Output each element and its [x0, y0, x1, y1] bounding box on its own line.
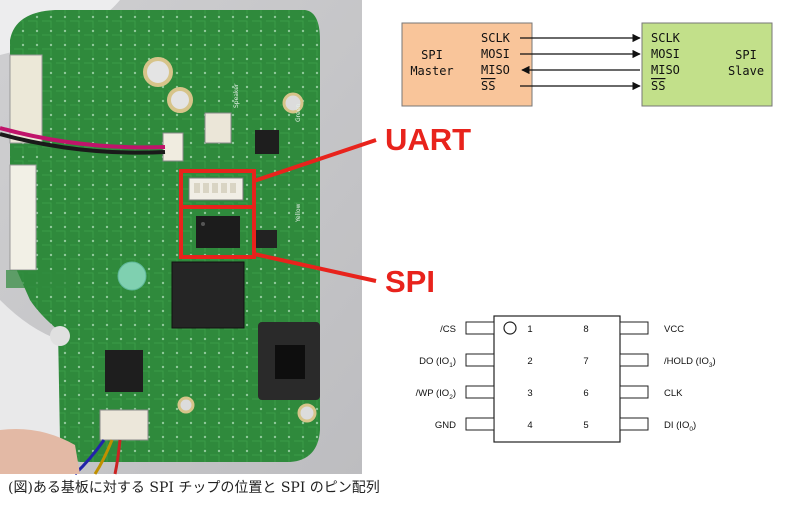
spi-highlight — [179, 205, 256, 259]
pin-2 — [465, 353, 495, 367]
spi-slave-box — [641, 22, 773, 107]
pin-name-gnd: GND — [435, 420, 456, 431]
figure-caption: (図)ある基板に対する SPI チップの位置と SPI のピン配列 — [8, 480, 380, 496]
slave-pin-mosi: MOSI — [651, 47, 680, 61]
silkscreen-green: Green — [295, 104, 302, 122]
pin-1 — [465, 321, 495, 335]
pin-num-7: 7 — [583, 356, 588, 367]
pin-6 — [619, 385, 649, 399]
silkscreen-speaker: Speaker — [233, 83, 240, 108]
pin-3 — [465, 385, 495, 399]
master-label-2: Master — [410, 64, 453, 78]
pin-8 — [619, 321, 649, 335]
master-label-1: SPI — [421, 48, 443, 62]
pin-4 — [465, 417, 495, 431]
master-pin-miso: MISO — [481, 63, 510, 77]
pin-num-5: 5 — [583, 420, 588, 431]
pin-name-cs: /CS — [440, 324, 456, 335]
pin-num-3: 3 — [527, 388, 532, 399]
spi-bus-diagram: SPI Master SPI Slave SCLK MOSI MISO SS S… — [401, 22, 773, 107]
pin-5 — [619, 417, 649, 431]
uart-leader-line — [253, 138, 377, 183]
master-pin-ss: SS — [481, 79, 495, 93]
pin-num-8: 8 — [583, 324, 588, 335]
pin1-marker — [503, 321, 517, 335]
pin-name-vcc: VCC — [664, 324, 684, 335]
slave-pin-ss: SS — [651, 79, 665, 93]
chip-body — [493, 315, 621, 443]
pin-name-wp: /WP (IO2) — [416, 388, 456, 401]
master-pin-mosi: MOSI — [481, 47, 510, 61]
slave-pin-sclk: SCLK — [651, 31, 681, 45]
slave-label-1: SPI — [735, 48, 757, 62]
spi-flash-chip — [196, 216, 240, 248]
spi-master-box — [401, 22, 533, 107]
pin-num-2: 2 — [527, 356, 532, 367]
silkscreen-yellow: Yellow — [295, 203, 302, 223]
spi-callout-label: SPI — [385, 264, 435, 299]
slave-label-2: Slave — [728, 64, 764, 78]
pin-name-di: DI (IO0) — [664, 420, 696, 433]
pin-name-clk: CLK — [664, 388, 683, 399]
slave-pin-miso: MISO — [651, 63, 680, 77]
spi-leader-line — [253, 252, 377, 283]
pinout-diagram: 1 2 3 4 8 7 6 5 /CS DO (IO1) /WP (IO2) G… — [416, 315, 716, 443]
master-pin-sclk: SCLK — [481, 31, 511, 45]
pin-name-do: DO (IO1) — [419, 356, 456, 369]
pin-num-6: 6 — [583, 388, 588, 399]
main-chip — [171, 261, 245, 329]
pcb-photo: Speaker Green Yellow — [0, 0, 362, 476]
pin-num-1: 1 — [527, 324, 532, 335]
circuit-board — [10, 10, 320, 462]
pin-num-4: 4 — [527, 420, 532, 431]
pin-7 — [619, 353, 649, 367]
pin-name-hold: /HOLD (IO3) — [664, 356, 716, 369]
uart-callout-label: UART — [385, 122, 471, 157]
